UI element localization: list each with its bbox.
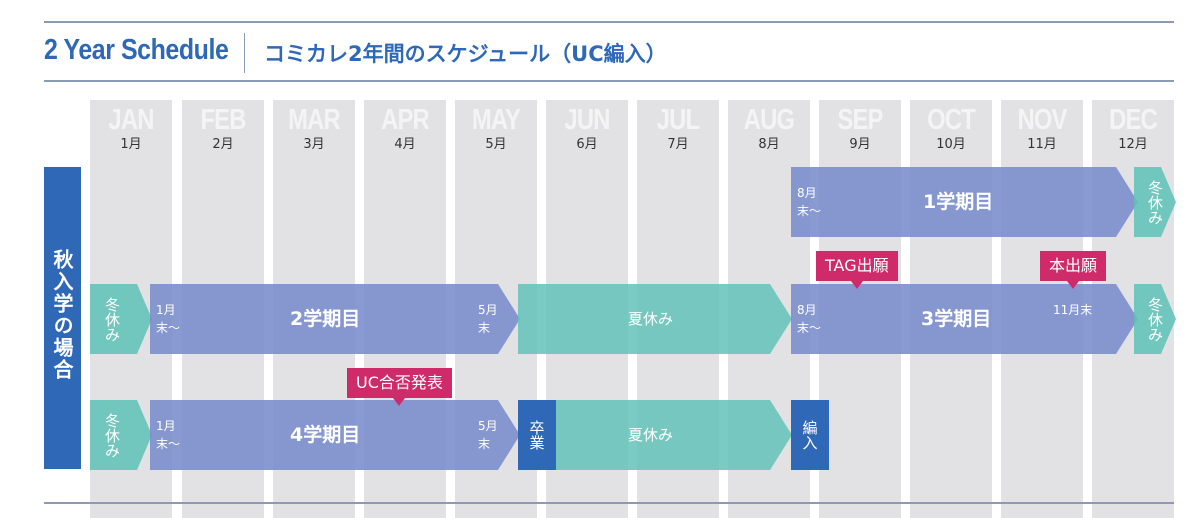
month-ja: 10月 bbox=[936, 137, 966, 152]
term1-arrow: 8月末〜 1学期目 bbox=[791, 167, 1138, 237]
section-label-fall-admission: 秋入学の場合 bbox=[44, 167, 81, 469]
term2-arrow: 1月末〜 2学期目 5月末 bbox=[150, 284, 520, 354]
winter-break-label: 冬休み bbox=[1146, 296, 1164, 342]
month-en: OCT bbox=[927, 104, 976, 136]
month-ja: 11月 bbox=[1027, 137, 1057, 152]
month-en: DEC bbox=[1109, 104, 1158, 136]
term2-start-note: 1月末〜 bbox=[156, 303, 181, 335]
bottom-rule bbox=[44, 502, 1174, 504]
winter-break-row3: 冬休み bbox=[90, 400, 152, 470]
term3-start-note: 8月末〜 bbox=[797, 303, 822, 335]
graduation-box: 卒業 bbox=[518, 400, 556, 470]
callout-uc-result: UC合否発表 bbox=[347, 368, 452, 406]
section-label-text: 秋入学の場合 bbox=[50, 249, 74, 381]
term4-start-note: 1月末〜 bbox=[156, 419, 181, 451]
summer-break-label: 夏休み bbox=[628, 426, 674, 444]
summer-break-label: 夏休み bbox=[628, 310, 674, 328]
page-title-en: 2 Year Schedule bbox=[44, 34, 229, 66]
month-ja: 7月 bbox=[667, 137, 689, 152]
term4-end-note: 5月末 bbox=[478, 419, 498, 451]
term3-end-note: 11月末 bbox=[1053, 303, 1093, 317]
winter-break-label: 冬休み bbox=[103, 412, 121, 458]
term3-label: 3学期目 bbox=[921, 308, 992, 330]
term1-label: 1学期目 bbox=[923, 191, 994, 213]
month-ja: 2月 bbox=[212, 137, 234, 152]
month-en: MAY bbox=[471, 104, 521, 136]
month-ja: 5月 bbox=[485, 137, 507, 152]
month-ja: 6月 bbox=[576, 137, 598, 152]
top-rule bbox=[44, 21, 1174, 23]
month-ja: 3月 bbox=[303, 137, 325, 152]
month-en: SEP bbox=[837, 104, 883, 136]
month-ja: 1月 bbox=[120, 137, 142, 152]
month-en: APR bbox=[381, 104, 430, 136]
month-en: MAR bbox=[288, 104, 341, 136]
month-en: JAN bbox=[108, 104, 154, 136]
month-ja: 9月 bbox=[849, 137, 871, 152]
term2-label: 2学期目 bbox=[290, 308, 361, 330]
month-en: NOV bbox=[1017, 104, 1067, 136]
month-en: FEB bbox=[200, 104, 246, 136]
transfer-box: 編入 bbox=[791, 400, 829, 470]
month-ja: 12月 bbox=[1118, 137, 1148, 152]
transfer-label: 編入 bbox=[800, 420, 819, 450]
winter-break-label: 冬休み bbox=[103, 296, 121, 342]
winter-break-row2-start: 冬休み bbox=[90, 284, 152, 354]
term3-arrow: 8月末〜 3学期目 11月末 bbox=[791, 284, 1138, 354]
term4-label: 4学期目 bbox=[290, 424, 361, 446]
month-en: JUN bbox=[564, 104, 610, 136]
month-en: AUG bbox=[743, 104, 795, 136]
month-ja: 8月 bbox=[758, 137, 780, 152]
summer-break-row3: 夏休み bbox=[556, 400, 792, 470]
term4-arrow: 1月末〜 4学期目 5月末 bbox=[150, 400, 520, 470]
winter-break-label: 冬休み bbox=[1146, 179, 1164, 225]
summer-break-row2: 夏休み bbox=[518, 284, 792, 354]
page-title-ja: コミカレ2年間のスケジュール（UC編入） bbox=[264, 42, 667, 66]
month-ja: 4月 bbox=[394, 137, 416, 152]
header-rule bbox=[44, 80, 1174, 82]
title-divider bbox=[244, 33, 245, 73]
term1-start-note: 8月末〜 bbox=[797, 186, 822, 218]
graduation-label: 卒業 bbox=[527, 420, 546, 450]
callout-main-apply: 本出願 bbox=[1040, 251, 1107, 289]
month-en: JUL bbox=[656, 104, 700, 136]
term2-end-note: 5月末 bbox=[478, 303, 498, 335]
callout-tag-apply: TAG出願 bbox=[816, 251, 898, 289]
